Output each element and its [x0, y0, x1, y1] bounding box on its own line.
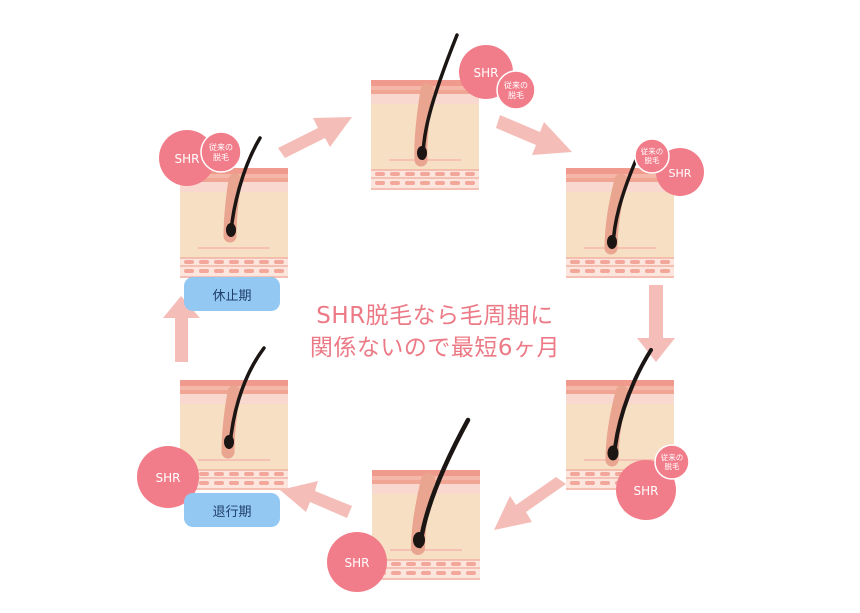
phase-label-regression: 退行期 [184, 493, 280, 527]
skin-block-resting [179, 136, 289, 279]
shr-badge-label: SHR [634, 484, 659, 498]
shr-badge-label: SHR [175, 152, 200, 166]
arrow-mature-to-late [494, 477, 566, 530]
arrow-early-to-growth [496, 115, 572, 155]
cycle-arrow-icon [163, 115, 675, 530]
skin-block-growth [565, 158, 675, 279]
hair-follicle-icon [221, 346, 266, 459]
badge-group-mature: SHR 従来の 脱毛 [616, 444, 690, 520]
conventional-badge [634, 138, 670, 174]
badge-group-early-growth: SHR 従来の 脱毛 [459, 45, 536, 110]
conventional-badge [654, 444, 690, 480]
shr-badge-label: SHR [156, 471, 181, 485]
conventional-badge-line1: 従来の [661, 452, 684, 462]
hair-follicle-icon [411, 417, 471, 555]
conventional-badge-line2: 脱毛 [645, 155, 660, 165]
center-caption: SHR脱毛なら毛周期に 関係ないので最短6ヶ月 [300, 300, 570, 364]
conventional-badge-line1: 従来の [209, 142, 233, 152]
center-caption-line2: 関係ないので最短6ヶ月 [309, 335, 561, 361]
badge-group-regression: SHR [137, 446, 199, 508]
phase-label-resting: 休止期 [184, 277, 280, 311]
shr-badge-label: SHR [669, 167, 692, 180]
skin-block-late-growth [371, 417, 481, 581]
arrow-late-to-regression [280, 481, 352, 518]
arrow-resting-to-early [278, 117, 352, 158]
shr-badge [327, 532, 387, 592]
badge-group-resting: SHR 従来の 脱毛 [159, 130, 242, 186]
conventional-badge-line2: 脱毛 [508, 90, 524, 100]
conventional-badge-line1: 従来の [504, 80, 528, 90]
arrow-growth-to-mature [637, 285, 675, 362]
badge-group-growth: SHR 従来の 脱毛 [634, 138, 704, 196]
conventional-badge [200, 131, 242, 173]
shr-badge-label: SHR [474, 66, 499, 80]
shr-badge [159, 130, 215, 186]
conventional-badge-line1: 従来の [641, 146, 664, 156]
skin-block-regression [179, 346, 289, 491]
shr-badge [137, 446, 199, 508]
shr-badge-label: SHR [345, 556, 370, 570]
conventional-badge-line2: 脱毛 [665, 461, 680, 471]
conventional-badge-line2: 脱毛 [213, 152, 229, 162]
hair-follicle-icon [605, 348, 653, 467]
skin-block-early-growth [370, 33, 480, 191]
badge-group-late-growth: SHR [327, 532, 387, 592]
hair-follicle-icon [223, 136, 262, 243]
arrow-regression-to-resting [163, 296, 200, 362]
center-caption-line1: SHR脱毛なら毛周期に [316, 303, 554, 329]
hair-follicle-icon [414, 33, 459, 167]
skin-block-mature [565, 348, 675, 491]
hair-follicle-icon [604, 158, 638, 255]
conventional-badge [496, 70, 536, 110]
